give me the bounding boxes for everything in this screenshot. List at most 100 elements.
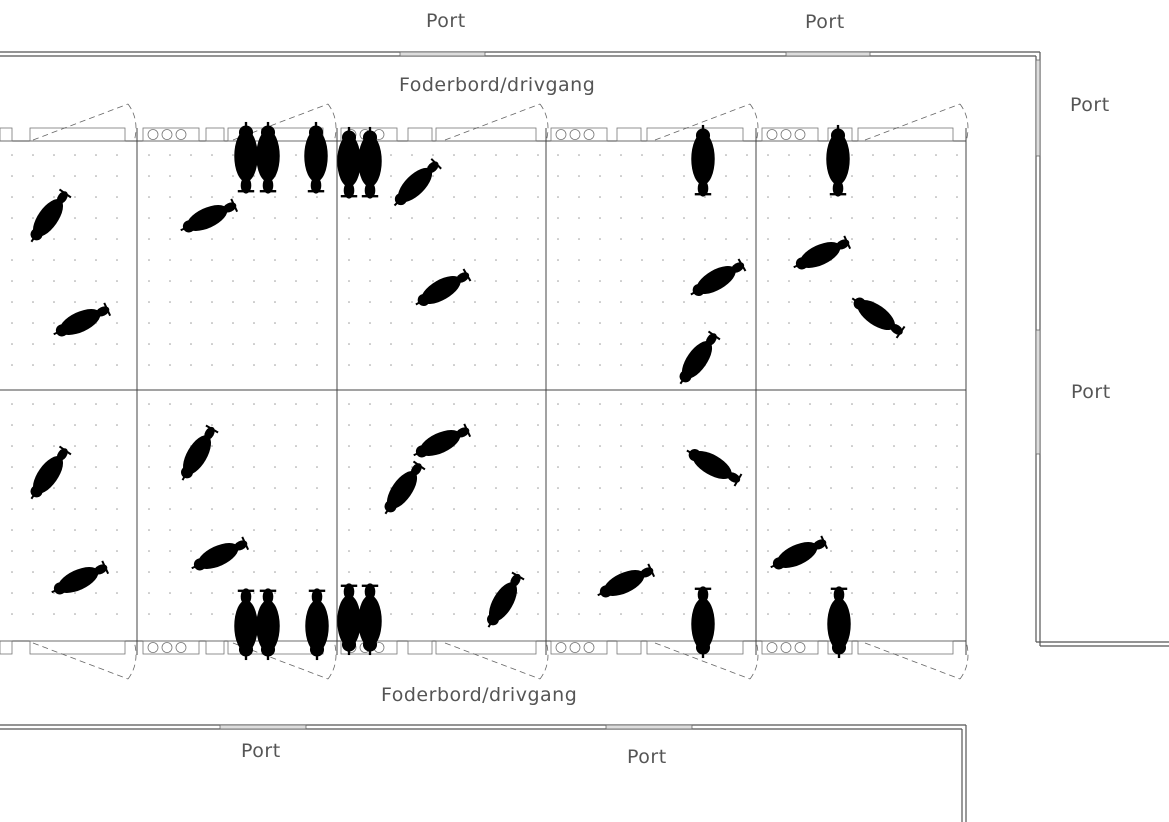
swing-gate-icon	[654, 640, 759, 680]
floor-dot	[893, 445, 895, 447]
floor-dot	[453, 487, 455, 489]
cow-silhouette-icon	[358, 126, 382, 199]
floor-dot	[274, 550, 276, 552]
floor-dot	[578, 238, 580, 240]
floor-dot	[767, 196, 769, 198]
floor-dot	[369, 364, 371, 366]
floor-dot	[95, 487, 97, 489]
floor-dot	[725, 487, 727, 489]
water-bowl-icon	[142, 640, 200, 655]
floor-dot	[211, 529, 213, 531]
floor-dot	[232, 301, 234, 303]
floor-dot	[169, 487, 171, 489]
floor-dot	[369, 301, 371, 303]
floor-dot	[116, 445, 118, 447]
floor-dot	[935, 508, 937, 510]
floor-dot	[190, 280, 192, 282]
floor-dot	[95, 175, 97, 177]
floor-dot	[830, 529, 832, 531]
floor-dot	[274, 403, 276, 405]
floor-dot	[232, 343, 234, 345]
floor-dot	[620, 217, 622, 219]
floor-dot	[557, 238, 559, 240]
floor-dot	[872, 403, 874, 405]
floor-dot	[620, 487, 622, 489]
floor-dot	[453, 529, 455, 531]
floor-dot	[411, 445, 413, 447]
floor-dot	[599, 613, 601, 615]
floor-dot	[453, 259, 455, 261]
floor-dot	[474, 529, 476, 531]
floor-dot	[190, 487, 192, 489]
floor-dot	[74, 592, 76, 594]
floor-dot	[316, 571, 318, 573]
floor-dot	[390, 259, 392, 261]
floor-dot	[683, 196, 685, 198]
floor-dot	[516, 301, 518, 303]
floor-dot	[956, 424, 958, 426]
floor-dot	[893, 364, 895, 366]
floor-dot	[599, 322, 601, 324]
floor-dot	[190, 508, 192, 510]
floor-dot	[148, 529, 150, 531]
cow-silhouette-icon	[30, 445, 72, 500]
floor-dot	[169, 154, 171, 156]
floor-dot	[32, 466, 34, 468]
floor-dot	[474, 487, 476, 489]
floor-dot	[809, 592, 811, 594]
floor-dot	[746, 259, 748, 261]
floor-dot	[557, 403, 559, 405]
floor-dot	[190, 613, 192, 615]
floor-dot	[348, 322, 350, 324]
floor-dot	[578, 529, 580, 531]
floor-dot	[516, 175, 518, 177]
floor-dot	[809, 508, 811, 510]
floor-dot	[893, 466, 895, 468]
floor-dot	[725, 424, 727, 426]
floor-dot	[620, 571, 622, 573]
floor-dot	[683, 466, 685, 468]
cow-silhouette-icon	[305, 588, 329, 661]
floor-dot	[851, 592, 853, 594]
floor-dot	[872, 613, 874, 615]
floor-dot	[232, 154, 234, 156]
floor-dot	[537, 175, 539, 177]
floor-dot	[767, 592, 769, 594]
floor-dot	[599, 238, 601, 240]
floor-dot	[725, 238, 727, 240]
floor-dot	[411, 343, 413, 345]
floor-dot	[956, 550, 958, 552]
floor-dot	[537, 508, 539, 510]
floor-dot	[641, 592, 643, 594]
floor-dot	[851, 403, 853, 405]
floor-dot	[557, 445, 559, 447]
floor-dot	[620, 343, 622, 345]
floor-dot	[725, 217, 727, 219]
floor-dot	[537, 445, 539, 447]
floor-dot	[935, 466, 937, 468]
floor-dot	[641, 280, 643, 282]
floor-dot	[295, 322, 297, 324]
floor-dot	[557, 487, 559, 489]
floor-dot	[893, 508, 895, 510]
floor-dot	[683, 322, 685, 324]
floor-dot	[474, 238, 476, 240]
floor-dot	[557, 154, 559, 156]
floor-dot	[116, 343, 118, 345]
floor-dot	[893, 238, 895, 240]
floor-dot	[788, 154, 790, 156]
floor-dot	[704, 301, 706, 303]
door-right-1	[1035, 59, 1041, 157]
cow-silhouette-icon	[793, 235, 852, 270]
floor-dot	[232, 364, 234, 366]
floor-dot	[537, 424, 539, 426]
floor-dot	[956, 466, 958, 468]
floor-dot	[956, 364, 958, 366]
floor-dot	[830, 445, 832, 447]
floor-dot	[169, 571, 171, 573]
floor-dot	[11, 154, 13, 156]
floor-dot	[348, 238, 350, 240]
floor-dot	[662, 301, 664, 303]
swing-gate-icon	[864, 640, 969, 680]
floor-dot	[169, 592, 171, 594]
